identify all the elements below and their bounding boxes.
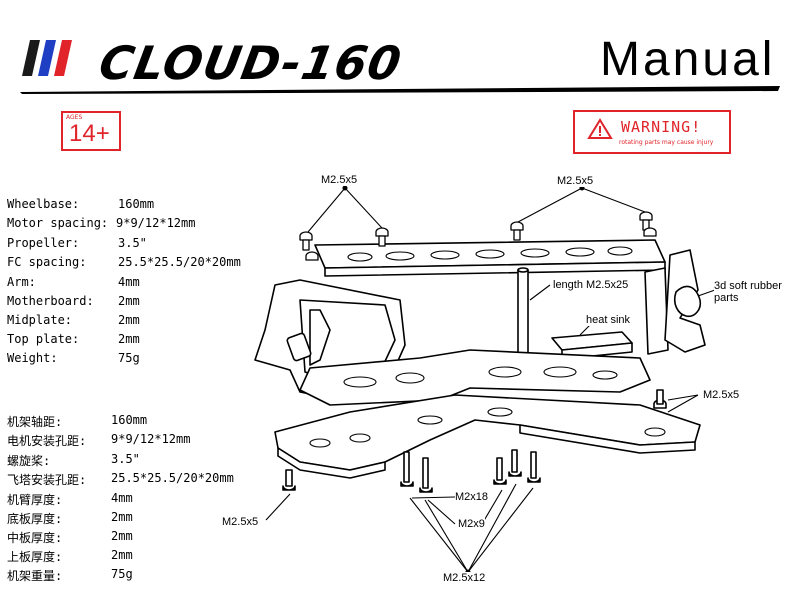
spec-value: 2mm <box>118 294 140 308</box>
spec-label: 电机安装孔距: <box>7 434 87 448</box>
spec-value: 2mm <box>118 332 140 346</box>
callout-rubber-parts: 3d soft rubber parts <box>714 280 782 304</box>
manual-title: Manual <box>600 33 776 86</box>
spec-label: 上板厚度: <box>7 550 63 564</box>
spec-value: 25.5*25.5/20*20mm <box>111 471 234 485</box>
spec-label: FC spacing: <box>7 255 87 269</box>
warning-subtitle: rotating parts may cause injury <box>619 139 714 146</box>
callout-top-left-screw: M2.5x5 <box>321 174 358 186</box>
callout-bottom-left-screw: M2.5x5 <box>222 516 259 528</box>
bottom-screws <box>400 449 541 493</box>
warning-triangle-icon <box>587 118 613 139</box>
warning-title: WARNING! <box>621 118 702 136</box>
spec-label: Midplate: <box>7 313 73 327</box>
age-label: AGES <box>66 114 83 121</box>
spec-label: Weight: <box>7 351 58 365</box>
spec-label: Top plate: <box>7 332 80 346</box>
age-badge: AGES 14+ <box>61 111 121 151</box>
callout-heat-sink: heat sink <box>586 314 631 326</box>
age-value: 14+ <box>69 120 110 147</box>
spec-label: Motor spacing: <box>7 216 109 230</box>
spec-label: Arm: <box>7 275 36 289</box>
spec-value: 160mm <box>111 413 148 427</box>
callout-m2x12: M2.5x12 <box>443 572 486 584</box>
brand-stripes-icon <box>22 40 72 76</box>
callout-rubber-line1: 3d soft rubber <box>714 280 782 292</box>
spec-value: 25.5*25.5/20*20mm <box>118 255 241 269</box>
spec-value: 3.5" <box>111 452 140 466</box>
spec-value: 2mm <box>111 529 133 543</box>
spec-label: 螺旋桨: <box>7 454 51 468</box>
warning-badge: WARNING! rotating parts may cause injury <box>573 110 731 154</box>
top-plate <box>314 239 666 277</box>
spec-value: 2mm <box>118 313 140 327</box>
spec-label: Wheelbase: <box>7 197 80 211</box>
brand-logo: CLOUD-160 <box>22 34 502 90</box>
spec-value: 4mm <box>118 275 140 289</box>
spec-value: 2mm <box>111 548 133 562</box>
standoff <box>517 267 529 366</box>
callout-top-right-screw: M2.5x5 <box>557 175 594 187</box>
spec-value: 3.5" <box>118 236 147 250</box>
callout-right-screw: M2.5x5 <box>703 389 740 401</box>
spec-label: 中板厚度: <box>7 531 63 545</box>
spec-value: 75g <box>111 567 133 581</box>
callout-rubber-line2: parts <box>714 292 739 304</box>
spec-label: Motherboard: <box>7 294 94 308</box>
spec-value: 75g <box>118 351 140 365</box>
spec-label: Propeller: <box>7 236 80 250</box>
callout-m2x18: M2x18 <box>455 491 489 503</box>
spec-value: 4mm <box>111 491 133 505</box>
spec-label: 机架轴距: <box>7 415 63 429</box>
spec-value: 160mm <box>118 197 155 211</box>
bottom-left-screw <box>282 469 296 491</box>
callout-standoff: length M2.5x25 <box>553 279 629 291</box>
callout-m2x9: M2x9 <box>458 518 485 530</box>
spec-label: 底板厚度: <box>7 512 63 526</box>
spec-value: 9*9/12*12mm <box>111 432 191 446</box>
spec-label: 机架重量: <box>7 569 63 583</box>
spec-label: 飞塔安装孔距: <box>7 473 87 487</box>
spec-value: 9*9/12*12mm <box>116 216 196 230</box>
right-screw <box>653 389 667 409</box>
bottom-plate <box>274 394 701 479</box>
mid-plate <box>299 349 651 406</box>
rubber-parts <box>644 249 706 355</box>
spec-label: 机臂厚度: <box>7 493 63 507</box>
spec-value: 2mm <box>111 510 133 524</box>
top-screws <box>299 211 657 261</box>
header-rule <box>20 86 780 94</box>
